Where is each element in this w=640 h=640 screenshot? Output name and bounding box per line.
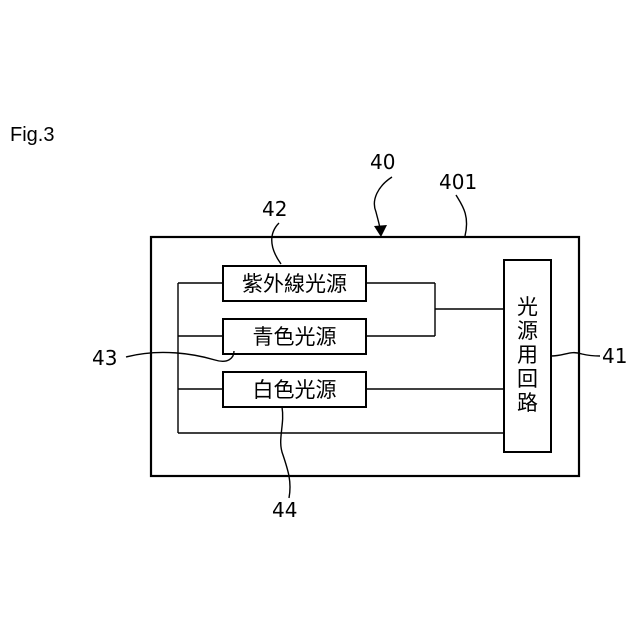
circuit-label-char-5: 路 xyxy=(517,391,538,415)
circuit-label-char-3: 用 xyxy=(517,343,538,367)
uv-source-label: 紫外線光源 xyxy=(242,272,347,296)
housing-numeral: 401 xyxy=(439,170,477,194)
circuit-label-char-1: 光 xyxy=(517,295,538,319)
white-source-numeral: 44 xyxy=(272,498,297,522)
uv-source-numeral: 42 xyxy=(262,197,287,221)
device-arrowhead xyxy=(374,225,387,237)
circuit-numeral: 41 xyxy=(602,344,627,368)
uv-source-leader-line xyxy=(272,223,281,264)
circuit-leader-line xyxy=(551,353,600,356)
blue-source-leader-line xyxy=(126,351,234,361)
blue-source-numeral: 43 xyxy=(92,346,117,370)
white-source-label: 白色光源 xyxy=(253,378,337,402)
blue-source-label: 青色光源 xyxy=(253,325,337,349)
housing-leader-line xyxy=(456,195,467,236)
white-source-leader-line xyxy=(281,407,290,498)
device-numeral: 40 xyxy=(370,150,395,174)
circuit-label-char-2: 源 xyxy=(517,319,538,343)
circuit-label-char-4: 回 xyxy=(517,367,538,391)
figure-title: Fig.3 xyxy=(10,124,54,146)
